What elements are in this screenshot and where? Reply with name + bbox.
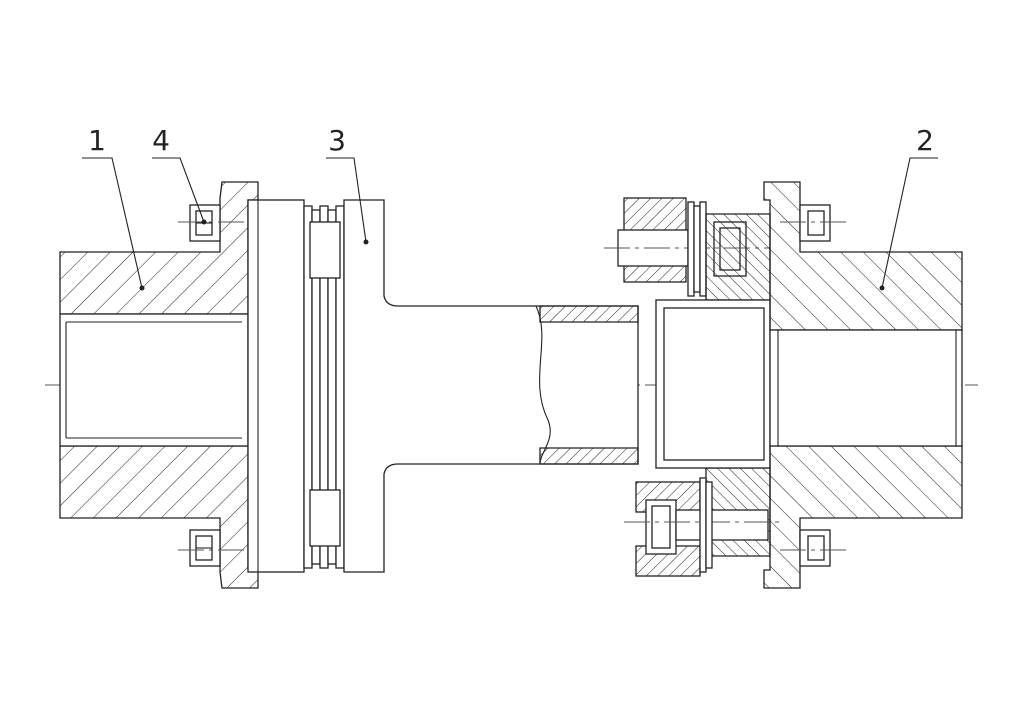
- leader-lines: [82, 157, 938, 291]
- right-lower-clamp: [624, 481, 780, 577]
- label-part-1: 1: [88, 124, 106, 157]
- right-bolt-upper: [780, 204, 846, 242]
- spacer-tube-wall-upper: [539, 305, 639, 323]
- right-bolt-lower: [780, 529, 846, 567]
- right-hub: [763, 181, 963, 589]
- left-hub: [59, 181, 259, 589]
- label-part-2: 2: [916, 124, 934, 157]
- right-lower-washers: [699, 477, 713, 573]
- spacer-tube-wall-lower: [539, 447, 639, 465]
- break-line: [535, 305, 551, 465]
- right-upper-washers: [687, 201, 707, 297]
- right-hub-bore: [769, 329, 963, 447]
- left-hub-upper-section: [59, 181, 259, 315]
- label-part-4: 4: [152, 124, 170, 157]
- right-hub-lower-section: [763, 445, 963, 589]
- left-hub-bore: [59, 313, 249, 447]
- right-hub-upper-section: [763, 181, 963, 331]
- left-hub-lower-section: [59, 445, 259, 589]
- label-part-3: 3: [328, 124, 346, 157]
- spacer-tube: [343, 199, 639, 573]
- left-flange-plate: [247, 199, 305, 573]
- disc-pack: [303, 205, 345, 569]
